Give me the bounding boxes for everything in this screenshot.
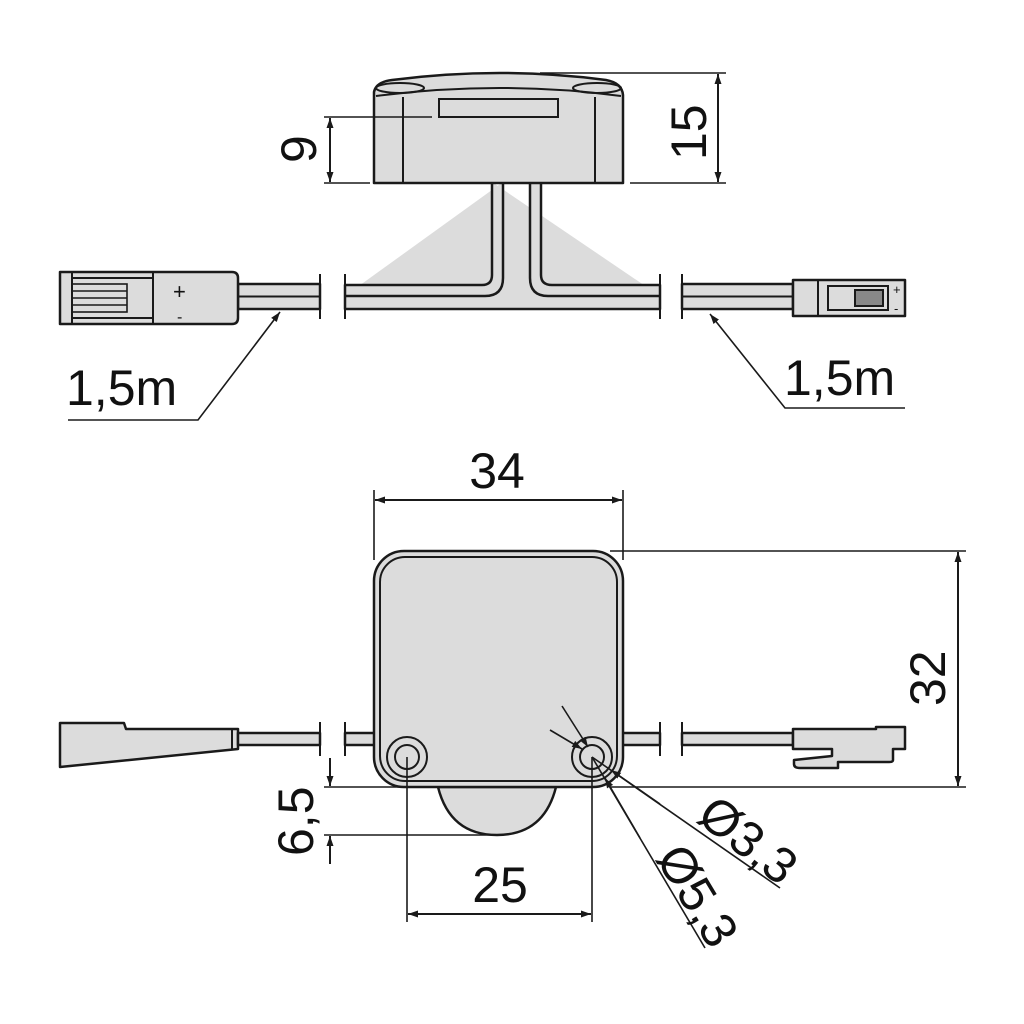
plunger <box>436 785 558 837</box>
cable-length-left-label: 1,5m <box>66 360 177 416</box>
dim-25-label: 25 <box>472 857 528 913</box>
left-cable <box>236 282 322 311</box>
polarity-minus-label: - <box>177 309 182 326</box>
dimension-25: 25 <box>406 757 593 922</box>
right-connector: + - <box>791 278 907 318</box>
sensor-window <box>438 98 559 118</box>
bottom-right-cable <box>620 722 907 770</box>
cable-break-marks <box>319 274 683 319</box>
dim-6-5-label: 6,5 <box>268 786 324 856</box>
right-polarity-plus: + <box>893 282 901 297</box>
switch-body-side <box>372 71 625 185</box>
right-polarity-minus: - <box>894 301 898 316</box>
dimension-15: 15 <box>540 72 726 184</box>
cable-length-left: 1,5m <box>66 311 281 421</box>
dim-34-label: 34 <box>469 443 525 499</box>
bottom-view: 34 <box>58 443 966 957</box>
bottom-left-cable <box>58 721 377 769</box>
right-cable <box>680 282 795 311</box>
switch-body-top <box>372 549 625 789</box>
dim-9-label: 9 <box>271 135 327 163</box>
dim-15-label: 15 <box>661 104 717 160</box>
cable-stem <box>343 180 662 311</box>
cable-length-right-label: 1,5m <box>784 350 895 406</box>
dimension-9: 9 <box>271 116 432 184</box>
top-view: + - + - 15 9 1,5m <box>58 71 907 421</box>
dimension-34: 34 <box>373 443 624 560</box>
dim-32-label: 32 <box>900 650 956 706</box>
dimension-6-5: 6,5 <box>268 758 497 864</box>
polarity-plus-label: + <box>173 279 186 304</box>
dimension-32: 32 <box>610 550 966 788</box>
left-connector: + - <box>58 270 240 326</box>
cable-length-right: 1,5m <box>709 313 905 409</box>
